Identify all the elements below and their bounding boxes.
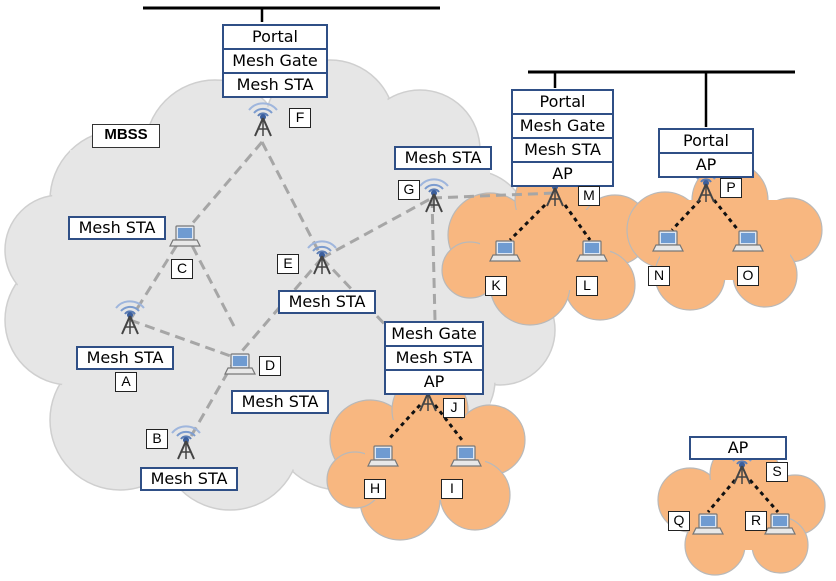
bss-cloud-m bbox=[441, 159, 651, 326]
role-ap: AP bbox=[695, 155, 717, 174]
station-g-role: Mesh STA bbox=[394, 146, 492, 170]
tag-b: B bbox=[146, 429, 168, 449]
role-ap: AP bbox=[423, 372, 445, 391]
tag-c: C bbox=[171, 259, 193, 279]
tag-d: D bbox=[259, 356, 281, 376]
station-e-role: Mesh STA bbox=[278, 290, 376, 314]
tag-f: F bbox=[289, 108, 311, 128]
station-a-role: Mesh STA bbox=[76, 346, 174, 370]
bss-links bbox=[386, 198, 780, 513]
role-mesh-sta: Mesh STA bbox=[236, 75, 314, 94]
tag-s: S bbox=[766, 462, 788, 482]
tag-j: J bbox=[443, 398, 465, 418]
tag-q: Q bbox=[668, 511, 690, 531]
tag-l: L bbox=[576, 276, 598, 296]
tag-n: N bbox=[648, 266, 670, 286]
tag-m: M bbox=[578, 186, 600, 206]
bss-cloud-p bbox=[626, 161, 823, 311]
role-mesh-gate: Mesh Gate bbox=[513, 115, 612, 139]
role-portal: Portal bbox=[660, 130, 752, 154]
tag-r: R bbox=[745, 511, 767, 531]
role-mesh-sta: Mesh STA bbox=[513, 139, 612, 163]
tag-h: H bbox=[364, 479, 386, 499]
station-j-roles: Mesh Gate Mesh STA AP bbox=[384, 321, 484, 395]
role-ap: AP bbox=[552, 164, 573, 183]
tag-k: K bbox=[485, 276, 507, 296]
station-c-role: Mesh STA bbox=[68, 216, 166, 240]
station-f-roles: Portal Mesh Gate Mesh STA bbox=[222, 24, 328, 98]
station-p-roles: Portal AP bbox=[658, 128, 754, 178]
tag-a: A bbox=[115, 372, 137, 392]
station-d-role: Mesh STA bbox=[231, 390, 329, 414]
role-mesh-gate: Mesh Gate bbox=[224, 50, 326, 74]
station-s-role: AP bbox=[689, 436, 787, 460]
role-portal: Portal bbox=[224, 26, 326, 50]
tag-i: I bbox=[441, 479, 463, 499]
station-b-role: Mesh STA bbox=[140, 467, 238, 491]
role-mesh-sta: Mesh STA bbox=[386, 347, 482, 371]
station-m-roles: Portal Mesh Gate Mesh STA AP bbox=[511, 89, 614, 187]
tag-g: G bbox=[398, 180, 420, 200]
bss-cloud-s bbox=[657, 439, 826, 576]
tag-e: E bbox=[277, 254, 299, 274]
tag-o: O bbox=[737, 266, 759, 286]
role-portal: Portal bbox=[513, 91, 612, 115]
role-mesh-gate: Mesh Gate bbox=[386, 323, 482, 347]
tag-p: P bbox=[720, 178, 742, 198]
mbss-label: MBSS bbox=[92, 124, 160, 148]
